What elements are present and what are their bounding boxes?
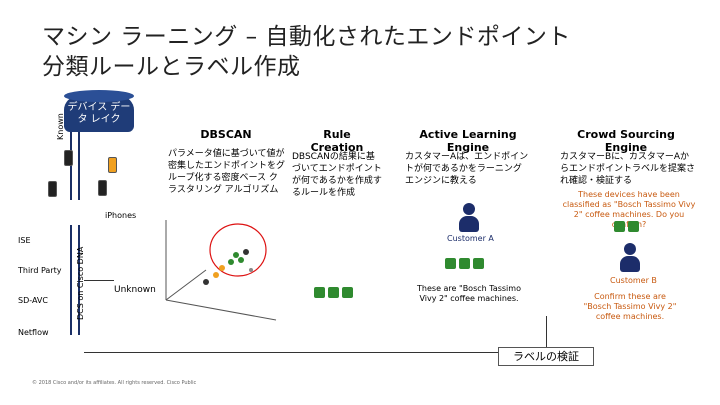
iphones-label: iPhones	[105, 211, 137, 220]
dna-bar	[70, 225, 80, 335]
crowd-sourcing-header: Crowd Sourcing Engine	[577, 128, 675, 154]
source-netflow: Netflow	[18, 328, 49, 337]
rule-text: DBSCANの結果に基づいてエンドポイントが何であるかを作成するルールを作成	[292, 152, 382, 198]
chip-icon	[328, 287, 339, 298]
crowd-sourcing-text: カスタマーBに、カスタマーAからエンドポイントラベルを提案され確認・検証する	[560, 152, 696, 186]
active-learning-note: These are "Bosch Tassimo Vivy 2" coffee …	[417, 284, 521, 303]
title-line-1: マシン ラーニング – 自動化されたエンドポイント	[42, 24, 571, 50]
chip-icon	[445, 258, 456, 269]
dna-label: DCS on Cisco DNA	[76, 246, 85, 320]
device-data-lake: デバイス データ レイク	[64, 90, 134, 132]
crowd-note: Confirm these are "Bosch Tassimo Vivy 2"…	[583, 292, 677, 321]
known-label: Known	[56, 113, 65, 140]
label-verification-badge: ラベルの検証	[498, 347, 594, 366]
chip-icon	[342, 287, 353, 298]
customer-a-chips	[445, 258, 484, 269]
slide-title: マシン ラーニング – 自動化されたエンドポイント 分類ルールとラベル作成	[42, 22, 571, 82]
chip-icon	[314, 287, 325, 298]
rule-header: Rule Creation	[310, 128, 364, 154]
phone-icon	[48, 181, 57, 197]
customer-b-label: Customer B	[610, 276, 657, 285]
source-ise: ISE	[18, 236, 31, 245]
unknown-connector	[84, 280, 114, 281]
dbscan-cluster-plot	[165, 220, 277, 321]
title-line-2: 分類ルールとラベル作成	[42, 54, 301, 80]
chip-icon	[459, 258, 470, 269]
dbscan-header: DBSCAN	[200, 128, 252, 141]
active-learning-header: Active Learning Engine	[419, 128, 517, 154]
crowd-chips	[614, 221, 639, 232]
customer-b-icon	[620, 243, 640, 273]
phone-icon	[64, 150, 73, 166]
customer-a-icon	[459, 203, 479, 233]
active-learning-text: カスタマーAは、エンドポイントが何であるかをラーニング エンジンに教える	[405, 152, 529, 186]
rule-chips	[314, 287, 353, 298]
chip-icon	[614, 221, 625, 232]
bottom-connector	[84, 352, 546, 353]
badge-connector	[546, 316, 547, 353]
source-sd-avc: SD-AVC	[18, 296, 48, 305]
chip-icon	[628, 221, 639, 232]
source-third-party: Third Party	[18, 266, 62, 275]
known-arrow	[70, 132, 80, 200]
dbscan-text: パラメータ値に基づいて値が密集したエンドポイントをグループ化する密度ベース クラ…	[168, 149, 286, 195]
phone-icon	[98, 180, 107, 196]
phone-icon	[108, 157, 117, 173]
customer-a-label: Customer A	[447, 234, 494, 243]
footer-copyright: © 2018 Cisco and/or its affiliates. All …	[32, 380, 197, 386]
chip-icon	[473, 258, 484, 269]
unknown-label: Unknown	[114, 285, 156, 295]
